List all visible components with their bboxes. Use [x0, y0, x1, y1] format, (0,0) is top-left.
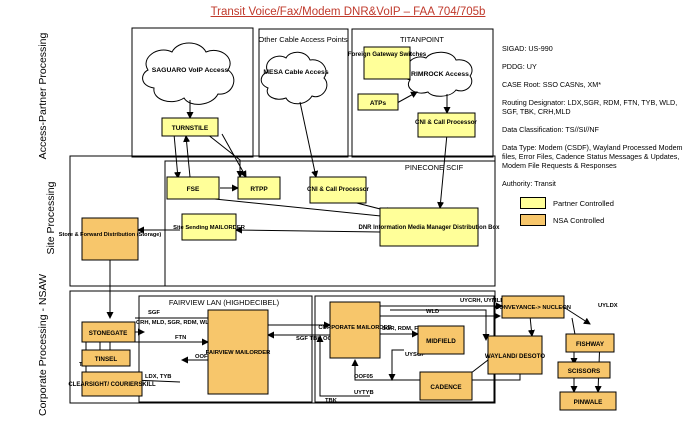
info-pddg: PDDG: UY	[502, 62, 537, 71]
edge-label-sgf: SGF	[148, 310, 160, 316]
stonegate-box	[81, 321, 136, 343]
fairview-mailorder-box	[207, 309, 269, 395]
nsa-swatch	[520, 214, 546, 226]
titanpoint-label: TITANPOINT	[400, 35, 444, 44]
legend-nsa-label: NSA Controlled	[553, 215, 605, 225]
edge-label-tbk-2: TBK	[325, 398, 338, 404]
svg-text:STONEGATE: STONEGATE	[89, 330, 128, 337]
edge-label-uyldx: UYLDX	[598, 303, 618, 309]
info-authority: Authority: Transit	[502, 179, 556, 188]
legend-nsa: NSA Controlled	[502, 214, 692, 226]
svg-text:Store & Forward Distribution (: Store & Forward Distribution (Storage)	[59, 232, 162, 238]
svg-text:RIMROCK Access: RIMROCK Access	[411, 71, 469, 78]
rtpp-box: RTPP	[250, 186, 268, 193]
pinecone-region	[164, 160, 496, 287]
partner-swatch	[520, 197, 546, 209]
rimrock-cloud: RIMROCK Access	[403, 51, 473, 97]
fairview-lan-label: FAIRVIEW LAN (HIGHDECIBEL)	[169, 298, 280, 307]
edge-label-wld: WLD	[426, 309, 439, 315]
edge-label-uytyb: UYTYB	[354, 390, 374, 396]
titanpoint-region	[351, 28, 494, 158]
tinsel-box	[81, 349, 131, 367]
edge-label-oof05: OOF05	[195, 354, 215, 360]
fairview-lan-region	[138, 295, 313, 403]
info-classification: Data Classification: TS//SI//NF	[502, 125, 599, 134]
svg-text:CADENCE: CADENCE	[430, 384, 461, 391]
info-routing: Routing Designator: LDX,SGR, RDM, FTN, T…	[502, 98, 678, 116]
section-label-corporate: Corporate Processing - NSAW	[37, 274, 49, 416]
section-label-access: Access-Partner Processing	[37, 33, 49, 160]
atps-box: ATPs	[370, 100, 387, 107]
dnr-info-box: DNR Information Media Manager Distributi…	[358, 225, 500, 231]
edge-label-sgr: SGR, RDM, FTN	[382, 326, 425, 332]
clearsight-box	[81, 371, 143, 397]
scissors-box	[557, 361, 611, 379]
other-cable-region	[258, 28, 349, 158]
wayland-box	[487, 335, 543, 375]
other-cable-label: Other Cable Access Points	[258, 35, 347, 44]
cni-titan-box: CNI & Call Processor	[415, 119, 477, 126]
svg-text:MESA Cable Access: MESA Cable Access	[263, 69, 328, 76]
svg-text:FISHWAY: FISHWAY	[576, 341, 605, 348]
edge-label-uycrh: UYCRH, UYMLD	[460, 298, 504, 304]
svg-text:SCISSORS: SCISSORS	[568, 368, 601, 375]
svg-text:TINSEL: TINSEL	[95, 356, 118, 363]
edge-label-uysgf: UYSGF	[405, 352, 425, 358]
legend-partner-label: Partner Controlled	[553, 198, 614, 208]
saguaro-region	[131, 27, 254, 158]
conveyance-box	[501, 295, 565, 319]
svg-text:CORPORATE MAILORDER: CORPORATE MAILORDER	[318, 325, 392, 331]
mesa-cloud: MESA Cable Access	[260, 51, 329, 105]
edge-label-sgf-tbk-oof05: SGF TBK OOF05	[296, 336, 343, 342]
edge-label-oof05-2: OOF05	[354, 374, 374, 380]
info-sigad: SIGAD: US-990	[502, 44, 553, 53]
store-forward-box	[81, 217, 139, 261]
svg-text:CLEARSIGHT/ COURIERSKILL: CLEARSIGHT/ COURIERSKILL	[68, 382, 156, 388]
svg-text:WAYLAND/ DESOTO: WAYLAND/ DESOTO	[485, 353, 545, 360]
saguaro-cloud: SAGUARO VoIP Access	[142, 42, 235, 105]
pinecone-label: PINECONE SCIF	[405, 163, 464, 172]
cadence-box	[419, 371, 473, 401]
svg-text:SAGUARO VoIP Access: SAGUARO VoIP Access	[152, 67, 229, 74]
info-data-type: Data Type: Modem (CSDF), Wayland Process…	[502, 143, 683, 170]
svg-text:FAIRVIEW MAILORDER: FAIRVIEW MAILORDER	[206, 350, 271, 356]
section-label-site: Site Processing	[45, 181, 57, 254]
svg-text:PINWALE: PINWALE	[574, 399, 603, 406]
legend-partner: Partner Controlled	[502, 197, 692, 209]
pinwale-box	[559, 391, 617, 411]
page-title: Transit Voice/Fax/Modem DNR&VoIP – FAA 7…	[210, 6, 486, 18]
midfield-box	[417, 325, 465, 355]
edge-label-ldx: LDX, TYB	[145, 374, 171, 380]
fse-box: FSE	[187, 186, 200, 193]
foreign-gateway-box: Foreign Gateway Switches	[348, 51, 427, 58]
info-panel: SIGAD: US-990 PDDG: UY CASE Root: SSO CA…	[502, 44, 692, 231]
edge-label-crh: CRH, MLD, SGR, RDM, WLD	[136, 320, 213, 326]
turnstile-box	[161, 117, 219, 137]
edge-label-ftn: FTN	[175, 335, 186, 341]
info-case-root: CASE Root: SSO CASNs, XM*	[502, 80, 602, 89]
svg-text:TURNSTILE: TURNSTILE	[172, 125, 209, 132]
site-sending-box: Site Sending MAILORDER	[173, 225, 246, 231]
svg-text:MIDFIELD: MIDFIELD	[426, 338, 456, 345]
corporate-mailorder-box	[329, 301, 381, 359]
cni-pinecone-box: CNI & Call Processor	[307, 186, 369, 193]
svg-text:CONVEYANCE-> NUCLEON: CONVEYANCE-> NUCLEON	[495, 305, 571, 311]
fishway-box	[565, 333, 615, 353]
